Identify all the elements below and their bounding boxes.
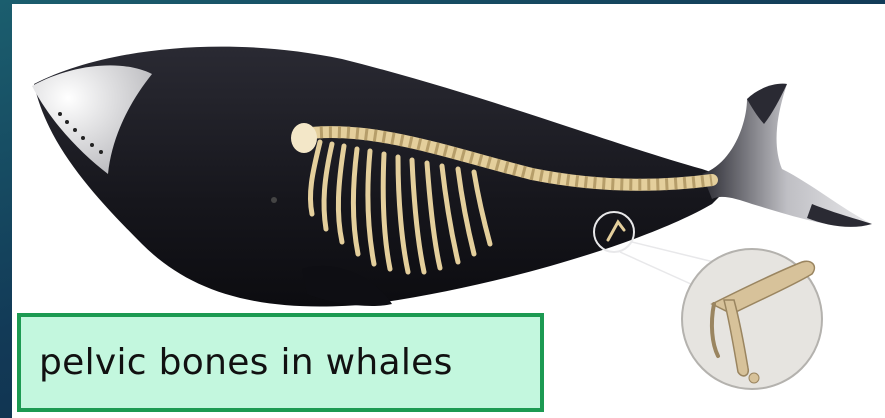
whale-tail [702,84,872,227]
caption-box: pelvic bones in whales [17,313,544,412]
pelvic-bone-enlarged [682,249,822,389]
caption-text: pelvic bones in whales [39,342,453,383]
